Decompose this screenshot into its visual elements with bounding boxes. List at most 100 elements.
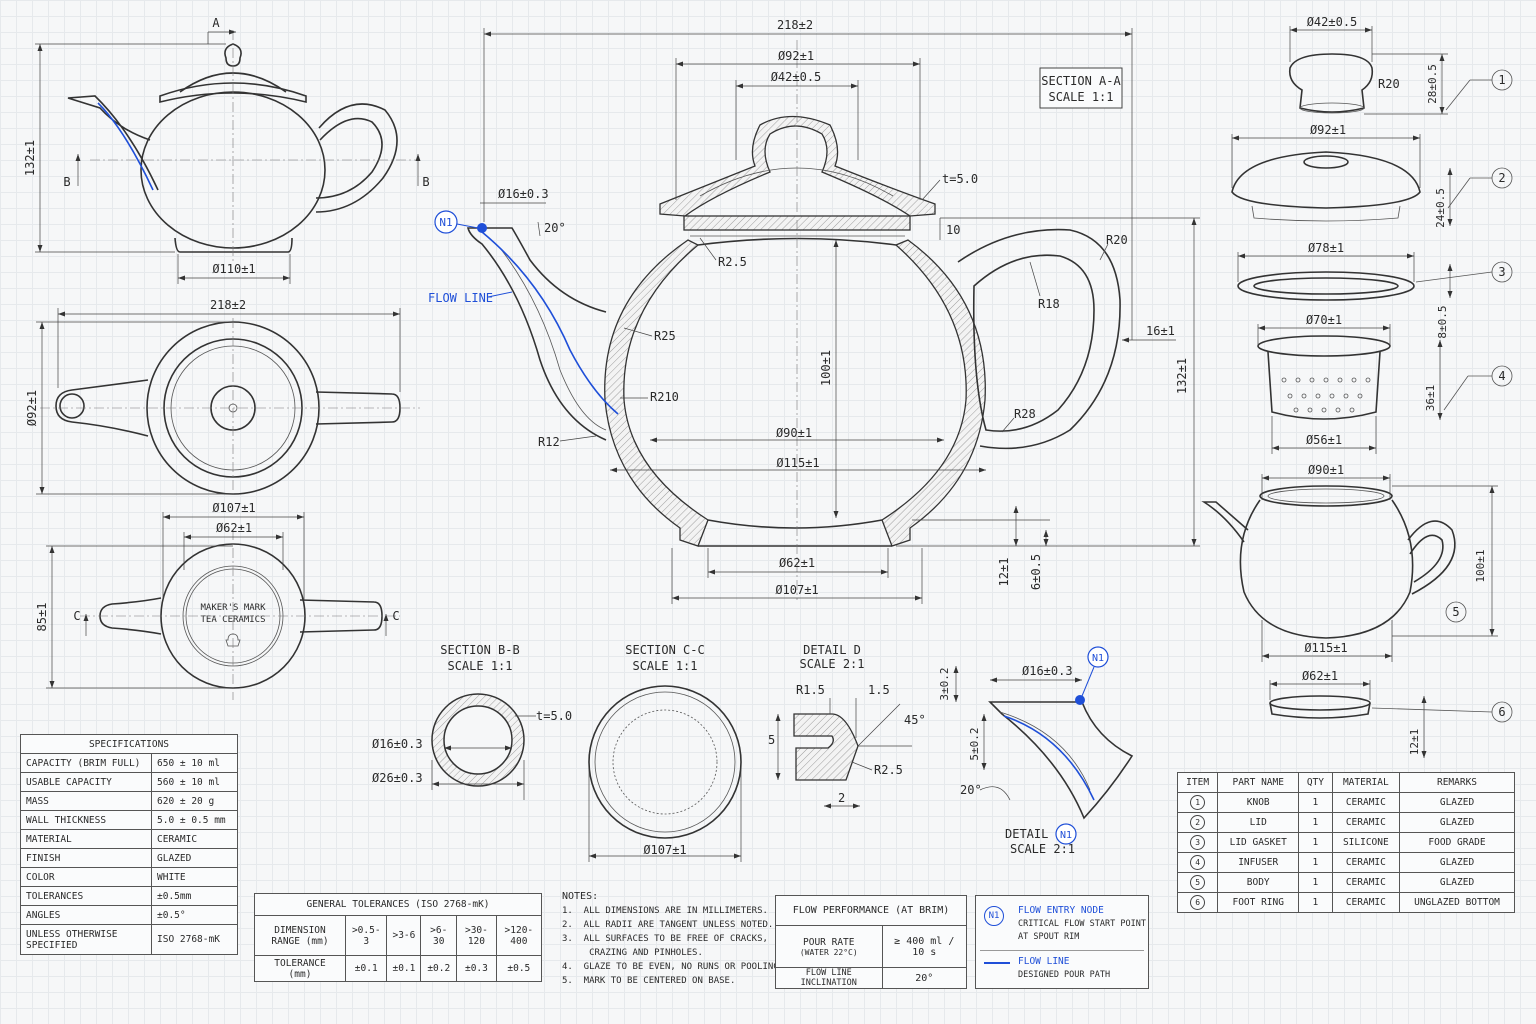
section-cc-scale: SCALE 1:1 bbox=[632, 659, 697, 673]
spec-value: 560 ± 10 ml bbox=[151, 772, 238, 792]
bom-item-number: 3 bbox=[1176, 832, 1219, 853]
section-bb-scale: SCALE 1:1 bbox=[447, 659, 512, 673]
cc-dia-107: Ø107±1 bbox=[643, 843, 686, 857]
bom-cell: CERAMIC bbox=[1331, 872, 1401, 893]
tolerance-value: ±0.1 bbox=[386, 955, 422, 982]
tolerance-range: >6-30 bbox=[420, 915, 458, 956]
spec-value: ±0.5° bbox=[151, 905, 238, 925]
bb-thickness: t=5.0 bbox=[536, 709, 572, 723]
note-item: 1. ALL DIMENSIONS ARE IN MILLIMETERS. bbox=[562, 906, 768, 916]
spec-label: FINISH bbox=[20, 848, 152, 868]
dim-top-dia: Ø92±1 bbox=[25, 390, 39, 426]
spec-value: ISO 2768-mK bbox=[151, 924, 238, 955]
bom-item-number: 1 bbox=[1176, 792, 1219, 813]
teapot-mark-icon bbox=[225, 633, 241, 647]
bom-item-number: 2 bbox=[1176, 812, 1219, 833]
tolerance-value: ±0.2 bbox=[420, 955, 458, 982]
bom-cell: CERAMIC bbox=[1331, 812, 1401, 833]
tolerance-range: >3-6 bbox=[386, 915, 422, 956]
spec-value: WHITE bbox=[151, 867, 238, 887]
marker-b-left: B bbox=[63, 175, 70, 189]
p2-height: 24±0.5 bbox=[1434, 188, 1447, 228]
p3-dia: Ø78±1 bbox=[1308, 241, 1344, 255]
dim-main-6: 6±0.5 bbox=[1029, 554, 1043, 590]
bom-item-balloon: 3 bbox=[1190, 835, 1206, 850]
bom-cell: CERAMIC bbox=[1331, 852, 1401, 873]
bom-cell: 1 bbox=[1298, 872, 1333, 893]
dim-main-10: 10 bbox=[946, 223, 960, 237]
bom-cell: UNGLAZED BOTTOM bbox=[1399, 892, 1515, 913]
legend-node-desc-1: CRITICAL FLOW START POINT bbox=[1018, 919, 1146, 929]
note-item: 5. MARK TO BE CENTERED ON BASE. bbox=[562, 976, 736, 986]
bom-header: MATERIAL bbox=[1331, 772, 1401, 793]
tolerance-value: ±0.5 bbox=[495, 955, 543, 982]
tolerance-range: >0.5-3 bbox=[344, 915, 388, 956]
item-balloons: 1 2 3 4 5 6 bbox=[1371, 69, 1513, 723]
tolerance-range: >120-400 bbox=[495, 915, 543, 956]
p4-dia-top: Ø70±1 bbox=[1306, 313, 1342, 327]
bom-cell: GLAZED bbox=[1399, 792, 1515, 813]
balloon-2: 2 bbox=[1498, 171, 1505, 185]
bom-cell: LID GASKET bbox=[1217, 832, 1300, 853]
p1-r20: R20 bbox=[1378, 77, 1400, 91]
detail-d-5: 5 bbox=[768, 733, 775, 747]
dim-main-62: Ø62±1 bbox=[779, 556, 815, 570]
bom-item-balloon: 2 bbox=[1190, 815, 1206, 830]
spec-label: MASS bbox=[20, 791, 152, 811]
detail-e-scale: SCALE 2:1 bbox=[1010, 842, 1075, 856]
section-cc-title: SECTION C-C bbox=[625, 643, 704, 657]
flow-performance-table: FLOW PERFORMANCE (AT BRIM) POUR RATE(WAT… bbox=[775, 895, 968, 989]
detail-e-node-dot bbox=[1075, 695, 1085, 705]
dim-main-t5: t=5.0 bbox=[942, 172, 978, 186]
legend-box: N1 FLOW ENTRY NODE CRITICAL FLOW START P… bbox=[975, 895, 1149, 989]
detail-d-r1-5: R1.5 bbox=[796, 683, 825, 697]
detail-e-16: Ø16±0.3 bbox=[1022, 664, 1073, 678]
dim-bottom-107: Ø107±1 bbox=[212, 501, 255, 515]
spec-row: TOLERANCES±0.5mm bbox=[20, 886, 238, 906]
detail-e-20: 20° bbox=[960, 783, 982, 797]
bom-cell: 1 bbox=[1298, 832, 1333, 853]
flow-line-label: FLOW LINE bbox=[428, 291, 493, 305]
p4-height: 36±1 bbox=[1424, 385, 1437, 412]
dim-main-r18: R18 bbox=[1038, 297, 1060, 311]
note-item: 2. ALL RADII ARE TANGENT UNLESS NOTED. bbox=[562, 920, 774, 930]
spec-label: TOLERANCES bbox=[20, 886, 152, 906]
tolerances-title: GENERAL TOLERANCES (ISO 2768-mK) bbox=[254, 893, 542, 916]
detail-d-2: 2 bbox=[838, 791, 845, 805]
spec-value: ±0.5mm bbox=[151, 886, 238, 906]
elevation-view: 132±1 Ø110±1 A B B bbox=[23, 16, 430, 284]
marker-c-left: C bbox=[73, 609, 80, 623]
bom-item-balloon: 1 bbox=[1190, 795, 1206, 810]
bom-cell: INFUSER bbox=[1217, 852, 1300, 873]
dim-main-218: 218±2 bbox=[777, 18, 813, 32]
bom-header: ITEM bbox=[1176, 772, 1219, 793]
bom-cell: LID bbox=[1217, 812, 1300, 833]
detail-d-1-5: 1.5 bbox=[868, 683, 890, 697]
marker-a: A bbox=[212, 16, 220, 30]
infuser-holes bbox=[1281, 377, 1371, 413]
legend-node-icon: N1 bbox=[984, 906, 1004, 926]
bom-cell: KNOB bbox=[1217, 792, 1300, 813]
spec-row: ANGLES±0.5° bbox=[20, 905, 238, 925]
marker-b-right: B bbox=[422, 175, 429, 189]
spec-label: USABLE CAPACITY bbox=[20, 772, 152, 792]
detail-d-title: DETAIL D bbox=[803, 643, 861, 657]
spec-label: UNLESS OTHERWISE SPECIFIED bbox=[20, 924, 152, 955]
legend-line-title: FLOW LINE bbox=[1018, 956, 1070, 967]
dim-main-132: 132±1 bbox=[1175, 358, 1189, 394]
specifications-table: SPECIFICATIONS CAPACITY (BRIM FULL)650 ±… bbox=[20, 734, 238, 955]
flow-rate-label: POUR RATE bbox=[803, 936, 855, 948]
detail-d-scale: SCALE 2:1 bbox=[799, 657, 864, 671]
spec-row: CAPACITY (BRIM FULL)650 ± 10 ml bbox=[20, 753, 238, 773]
dim-main-r28: R28 bbox=[1014, 407, 1036, 421]
dim-bottom-height: 85±1 bbox=[35, 603, 49, 632]
